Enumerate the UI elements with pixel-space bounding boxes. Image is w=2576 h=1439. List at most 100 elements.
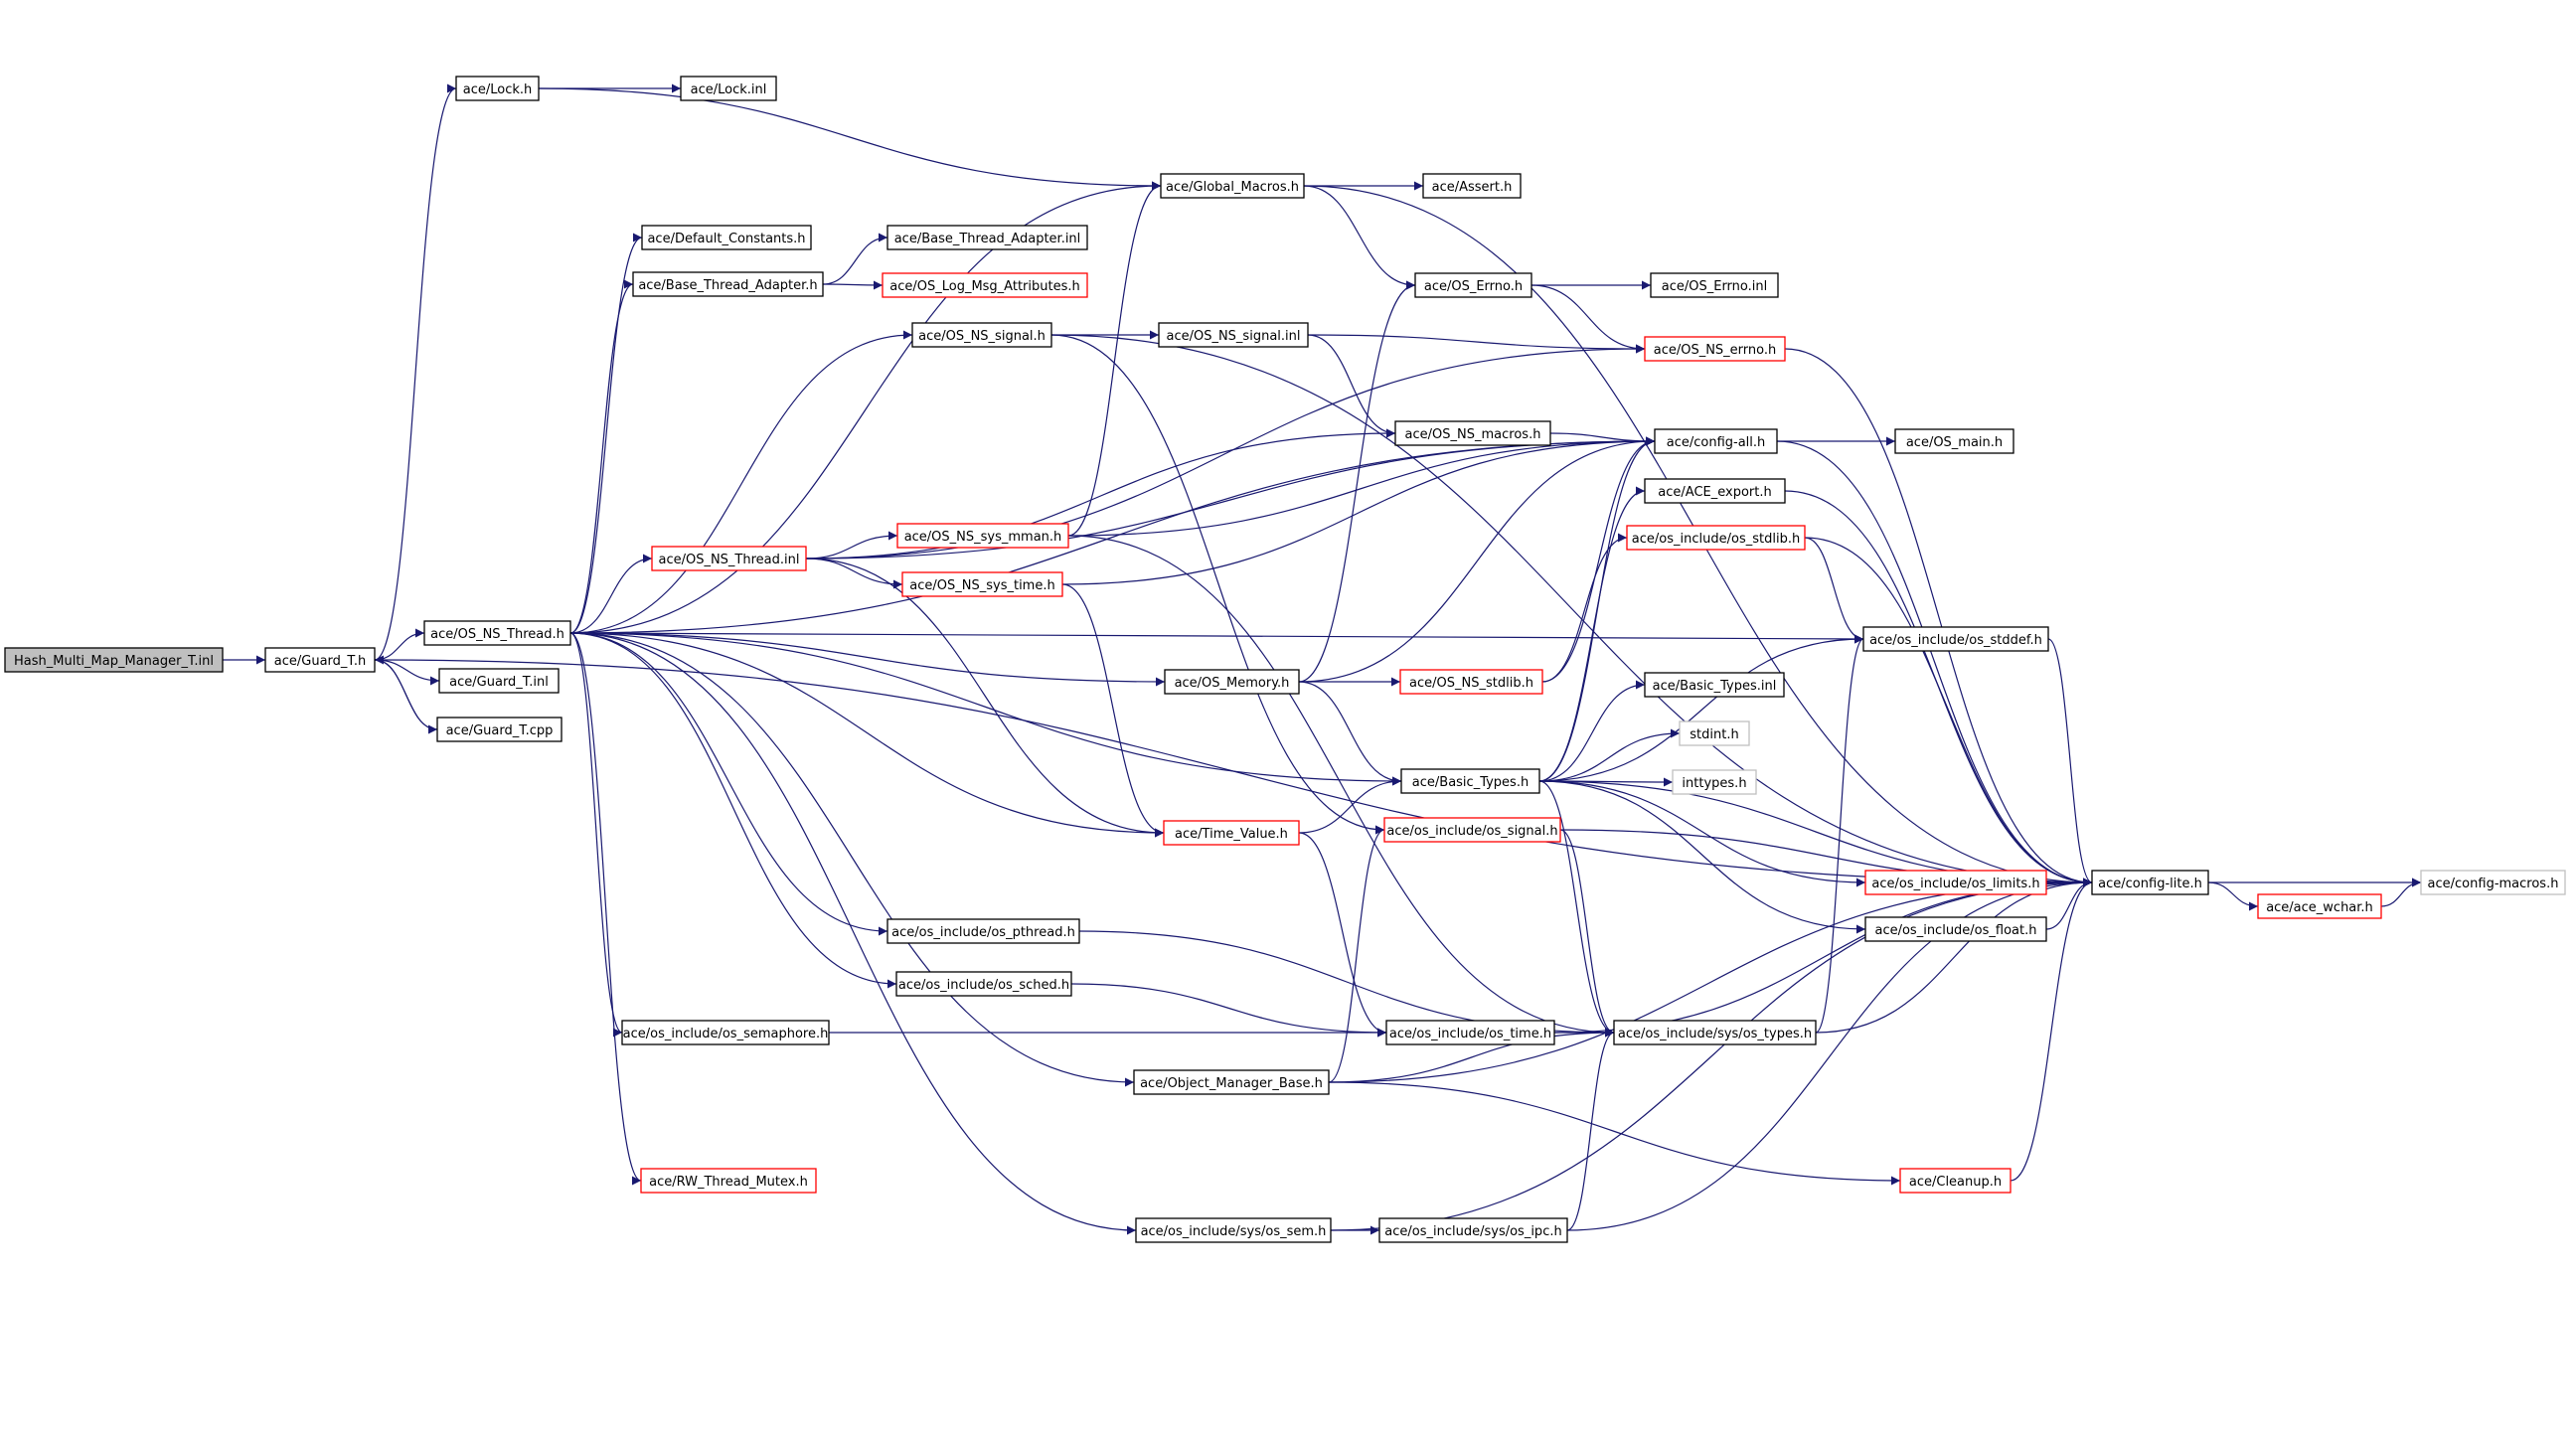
node-label-bta_inl: ace/Base_Thread_Adapter.inl: [894, 232, 1081, 246]
edge-time_value-to-basic_types_h: [1298, 776, 1402, 834]
node-label-time_value: ace/Time_Value.h: [1175, 827, 1288, 842]
node-box-os_limits: [1864, 870, 2047, 895]
node-box-stdint_h: [1679, 720, 1750, 746]
edge-os_ns_thread_h-to-global_macros: [569, 181, 1162, 634]
edge-os_sched-to-os_time: [1070, 983, 1387, 1038]
node-os_semaphore[interactable]: ace/os_include/os_semaphore.h: [621, 1020, 830, 1045]
node-label-basic_types_inl: ace/Basic_Types.inl: [1653, 679, 1777, 694]
node-assert_h[interactable]: ace/Assert.h: [1422, 173, 1522, 199]
node-label-sys_os_ipc: ace/os_include/sys/os_ipc.h: [1384, 1224, 1561, 1239]
node-box-os_ns_signal_h: [911, 322, 1052, 348]
node-os_ns_thread_h[interactable]: ace/OS_NS_Thread.h: [423, 620, 571, 646]
edge-os_ns_thread_h-to-time_value: [569, 632, 1165, 838]
node-guard_inl[interactable]: ace/Guard_T.inl: [438, 668, 560, 694]
node-os_ns_signal_inl[interactable]: ace/OS_NS_signal.inl: [1158, 322, 1309, 348]
edge-cleanup-to-config_lite: [2010, 878, 2093, 1182]
node-os_errno_h[interactable]: ace/OS_Errno.h: [1414, 272, 1532, 298]
node-basic_types_h[interactable]: ace/Basic_Types.h: [1400, 768, 1540, 794]
node-bta_inl[interactable]: ace/Base_Thread_Adapter.inl: [886, 225, 1088, 250]
node-os_time[interactable]: ace/os_include/os_time.h: [1385, 1020, 1555, 1045]
edge-os_memory-to-basic_types_h: [1298, 681, 1402, 786]
node-box-sys_os_sem: [1135, 1217, 1332, 1243]
node-box-os_ns_macros: [1394, 420, 1551, 446]
node-os_float[interactable]: ace/os_include/os_float.h: [1864, 916, 2047, 942]
node-box-os_stddef: [1862, 626, 2049, 652]
node-os_sched[interactable]: ace/os_include/os_sched.h: [895, 971, 1072, 997]
node-label-os_main: ace/OS_main.h: [1906, 435, 2003, 450]
node-global_macros[interactable]: ace/Global_Macros.h: [1160, 173, 1305, 199]
node-os_ns_signal_h[interactable]: ace/OS_NS_signal.h: [911, 322, 1052, 348]
node-label-os_ns_sys_mman: ace/OS_NS_sys_mman.h: [904, 530, 1062, 545]
node-os_memory[interactable]: ace/OS_Memory.h: [1164, 669, 1300, 695]
node-lock_inl[interactable]: ace/Lock.inl: [680, 76, 777, 101]
node-ace_wchar[interactable]: ace/ace_wchar.h: [2257, 893, 2382, 919]
node-os_stdlib[interactable]: ace/os_include/os_stdlib.h: [1626, 525, 1806, 551]
edge-obj_mgr_base-to-os_signal: [1328, 825, 1385, 1083]
node-config_lite[interactable]: ace/config-lite.h: [2091, 870, 2209, 895]
node-label-os_semaphore: ace/os_include/os_semaphore.h: [623, 1027, 829, 1041]
node-label-config_all: ace/config-all.h: [1667, 435, 1766, 450]
edge-os_ns_thread_inl-to-os_ns_sys_mman: [805, 531, 898, 560]
node-os_pthread[interactable]: ace/os_include/os_pthread.h: [886, 918, 1080, 944]
node-sys_os_types[interactable]: ace/os_include/sys/os_types.h: [1613, 1020, 1817, 1045]
edge-os_memory-to-os_errno_h: [1298, 280, 1416, 683]
node-os_limits[interactable]: ace/os_include/os_limits.h: [1864, 870, 2047, 895]
node-box-os_errno_inl: [1650, 272, 1779, 298]
edge-basic_types_h-to-os_stddef: [1538, 634, 1864, 782]
node-os_ns_sys_time[interactable]: ace/OS_NS_sys_time.h: [901, 571, 1063, 597]
node-box-obj_mgr_base: [1133, 1069, 1330, 1095]
node-box-time_value: [1163, 820, 1300, 846]
node-os_ns_errno_h[interactable]: ace/OS_NS_errno.h: [1644, 336, 1786, 362]
edge-config_lite-to-ace_wchar: [2207, 881, 2259, 911]
node-box-inttypes_h: [1672, 769, 1757, 795]
edge-os_ns_thread_h-to-os_pthread: [569, 632, 888, 936]
node-os_ns_sys_mman[interactable]: ace/OS_NS_sys_mman.h: [896, 523, 1069, 549]
edge-sys_os_ipc-to-config_lite: [1566, 878, 2093, 1231]
node-time_value[interactable]: ace/Time_Value.h: [1163, 820, 1300, 846]
node-label-config_lite: ace/config-lite.h: [2098, 877, 2202, 891]
node-os_ns_thread_inl[interactable]: ace/OS_NS_Thread.inl: [651, 546, 807, 571]
node-log_msg_attr[interactable]: ace/OS_Log_Msg_Attributes.h: [882, 272, 1088, 298]
edge-basic_types_h-to-stdint_h: [1538, 728, 1681, 782]
node-os_stddef[interactable]: ace/os_include/os_stddef.h: [1862, 626, 2049, 652]
node-root[interactable]: Hash_Multi_Map_Manager_T.inl: [4, 647, 224, 673]
node-ace_export[interactable]: ace/ACE_export.h: [1644, 478, 1786, 504]
edge-sys_os_types-to-config_lite: [1815, 878, 2093, 1034]
node-box-rw_thread_mutex: [640, 1168, 817, 1194]
node-lock_h[interactable]: ace/Lock.h: [455, 76, 540, 101]
node-guard_cpp[interactable]: ace/Guard_T.cpp: [436, 717, 563, 742]
node-sys_os_ipc[interactable]: ace/os_include/sys/os_ipc.h: [1378, 1217, 1568, 1243]
node-label-os_time: ace/os_include/os_time.h: [1389, 1027, 1551, 1041]
node-label-stdint_h: stdint.h: [1690, 727, 1738, 742]
node-cleanup[interactable]: ace/Cleanup.h: [1899, 1168, 2012, 1194]
node-os_errno_inl[interactable]: ace/OS_Errno.inl: [1650, 272, 1779, 298]
node-box-os_ns_sys_time: [901, 571, 1063, 597]
node-os_main[interactable]: ace/OS_main.h: [1894, 428, 2014, 454]
node-config_all[interactable]: ace/config-all.h: [1654, 428, 1778, 454]
node-bta_h[interactable]: ace/Base_Thread_Adapter.h: [632, 271, 824, 297]
node-obj_mgr_base[interactable]: ace/Object_Manager_Base.h: [1133, 1069, 1330, 1095]
edge-os_ns_signal_h-to-os_signal: [1050, 334, 1385, 835]
edge-os_ns_signal_inl-to-os_ns_errno_h: [1307, 334, 1646, 354]
node-os_ns_stdlib[interactable]: ace/OS_NS_stdlib.h: [1399, 669, 1543, 695]
node-label-lock_inl: ace/Lock.inl: [691, 82, 767, 97]
node-label-sys_os_types: ace/os_include/sys/os_types.h: [1618, 1027, 1812, 1041]
node-basic_types_inl[interactable]: ace/Basic_Types.inl: [1644, 672, 1785, 698]
node-guard_h[interactable]: ace/Guard_T.h: [264, 647, 376, 673]
node-label-os_ns_stdlib: ace/OS_NS_stdlib.h: [1409, 676, 1533, 691]
node-os_signal[interactable]: ace/os_include/os_signal.h: [1383, 817, 1561, 843]
node-default_constants[interactable]: ace/Default_Constants.h: [641, 225, 812, 250]
node-sys_os_sem[interactable]: ace/os_include/sys/os_sem.h: [1135, 1217, 1332, 1243]
node-box-os_ns_thread_h: [423, 620, 571, 646]
node-box-config_macros: [2420, 870, 2566, 895]
node-box-os_stdlib: [1626, 525, 1806, 551]
node-label-cleanup: ace/Cleanup.h: [1909, 1175, 2002, 1190]
edge-layer: [223, 83, 2422, 1235]
node-box-global_macros: [1160, 173, 1305, 199]
edge-os_ns_thread_inl-to-os_ns_sys_time: [805, 558, 903, 589]
edge-os_ns_signal_inl-to-os_ns_macros: [1307, 334, 1396, 438]
node-rw_thread_mutex[interactable]: ace/RW_Thread_Mutex.h: [640, 1168, 817, 1194]
edge-os_ns_thread_inl-to-time_value: [805, 558, 1165, 838]
node-os_ns_macros[interactable]: ace/OS_NS_macros.h: [1394, 420, 1551, 446]
